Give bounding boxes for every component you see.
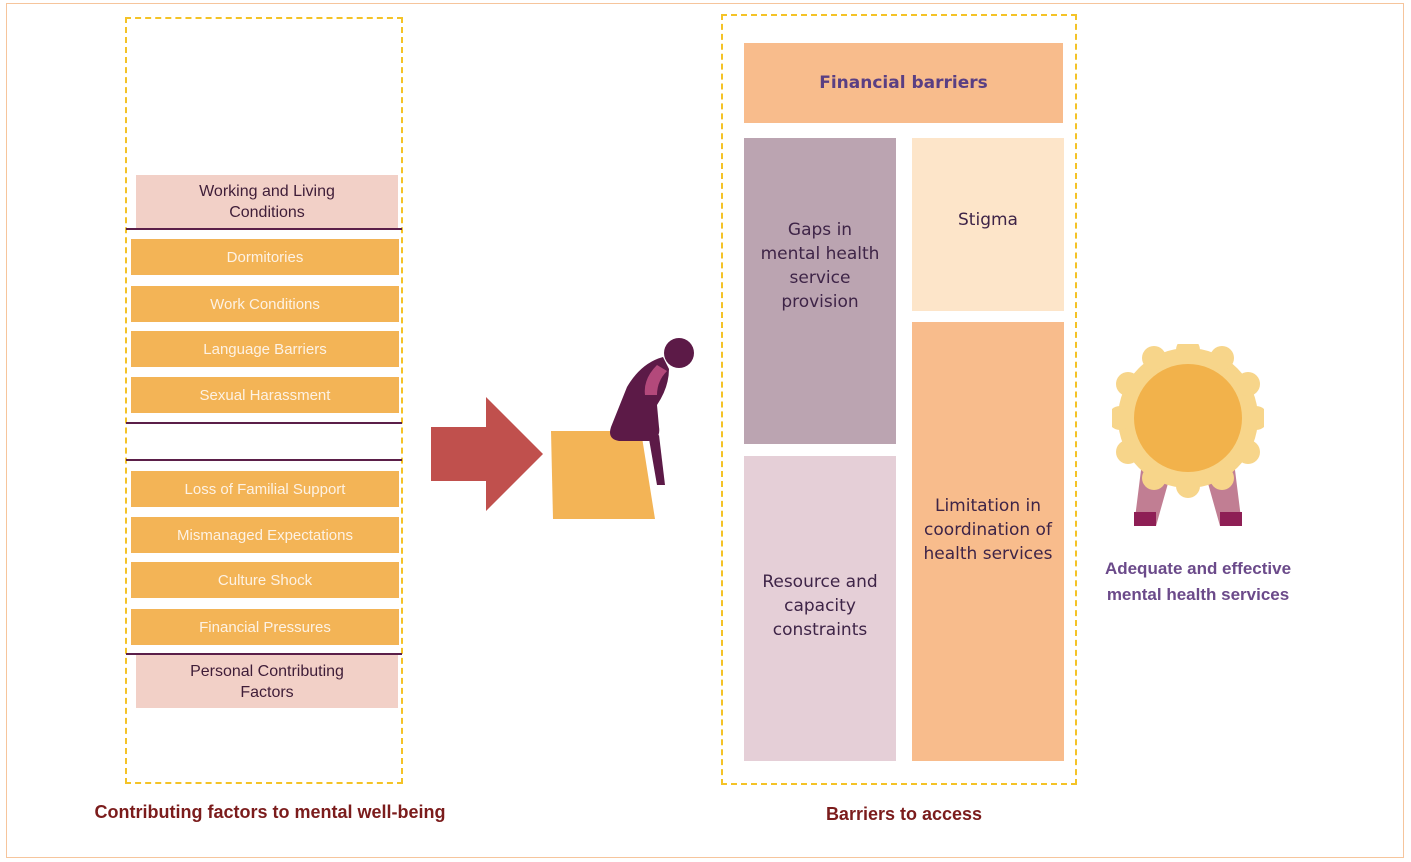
divider-line [126, 228, 402, 230]
factor-mismanaged-expectations: Mismanaged Expectations [131, 517, 399, 553]
factor-label: Language Barriers [203, 340, 327, 358]
contributing-factors-caption: Contributing factors to mental well-bein… [94, 802, 446, 822]
factor-label: Dormitories [226, 248, 304, 266]
factor-sexual-harassment: Sexual Harassment [131, 377, 399, 413]
factor-financial-pressures: Financial Pressures [131, 609, 399, 645]
right-arrow-icon [431, 397, 543, 511]
factor-label: Sexual Harassment [199, 386, 331, 404]
factor-label: Work Conditions [210, 295, 320, 313]
limitation-coordination-box: Limitation in coordination of health ser… [912, 322, 1064, 761]
figure-frame [6, 3, 1404, 858]
working-living-conditions-label: Working and Living Conditions [199, 182, 335, 221]
factor-language-barriers: Language Barriers [131, 331, 399, 367]
resource-capacity-box: Resource and capacity constraints [744, 456, 896, 761]
stigma-label: Stigma [958, 210, 1018, 230]
divider-line [126, 653, 402, 655]
divider-line [126, 422, 402, 424]
financial-barriers-label: Financial barriers [819, 72, 988, 93]
personal-contributing-factors-label: Personal Contributing Factors [190, 662, 344, 701]
working-living-conditions-header: Working and Living Conditions [136, 175, 398, 228]
resource-capacity-label: Resource and capacity constraints [762, 572, 878, 640]
factor-dormitories: Dormitories [131, 239, 399, 275]
stigma-box: Stigma [912, 138, 1064, 311]
barriers-caption: Barriers to access [825, 804, 983, 824]
limitation-coordination-label: Limitation in coordination of health ser… [923, 496, 1053, 564]
distressed-person-icon [551, 338, 694, 519]
factor-label: Mismanaged Expectations [177, 526, 353, 544]
factor-loss-familial-support: Loss of Familial Support [131, 471, 399, 507]
gaps-service-provision-label: Gaps in mental health service provision [760, 220, 880, 312]
factor-culture-shock: Culture Shock [131, 562, 399, 598]
factor-label: Loss of Familial Support [184, 480, 346, 498]
divider-line [126, 459, 402, 461]
personal-contributing-factors-header: Personal Contributing Factors [136, 655, 398, 708]
barriers-panel [721, 14, 1077, 785]
award-medal-icon [1112, 344, 1264, 526]
factor-label: Financial Pressures [199, 618, 331, 636]
factor-work-conditions: Work Conditions [131, 286, 399, 322]
adequate-services-label: Adequate and effective mental health ser… [1104, 559, 1292, 604]
contributing-factors-panel [125, 17, 403, 784]
factor-label: Culture Shock [217, 571, 313, 589]
financial-barriers-box: Financial barriers [744, 43, 1063, 123]
gaps-service-provision-box: Gaps in mental health service provision [744, 138, 896, 444]
